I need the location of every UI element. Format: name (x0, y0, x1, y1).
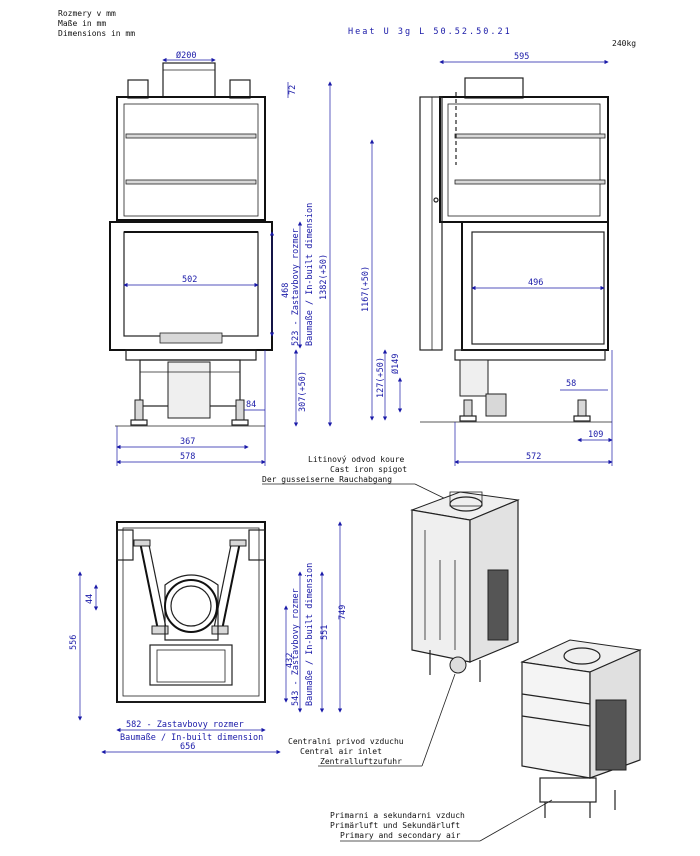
top-view (116, 521, 266, 703)
dim-543: 543 - Zastavbovy rozmer (291, 588, 301, 706)
units-en: Dimensions in mm (58, 29, 135, 38)
isometric-view-2 (520, 639, 642, 818)
dim-1382: 1382(+50) (319, 254, 329, 300)
label-primary-en: Primary and secondary air (340, 831, 461, 840)
side-view (419, 77, 612, 423)
dim-496: 496 (528, 278, 543, 288)
label-primary-de: Primärluft und Sekundärluft (330, 821, 460, 830)
dim-468: 468 (281, 283, 291, 298)
dim-543-label: Baumaße / In-built dimension (305, 563, 315, 706)
dim-44: 44 (85, 594, 95, 604)
front-view (109, 62, 273, 427)
label-spigot-cz: Litinový odvod koure (308, 455, 405, 464)
model-title: Heat U 3g L 50.52.50.21 (348, 27, 512, 37)
label-spigot-de: Der gusseiserne Rauchabgang (262, 475, 392, 484)
label-central-cz: Centralni privod vzduchu (288, 737, 404, 746)
units-cz: Rozmery v mm (58, 9, 116, 18)
dim-523: 523 - Zastavbovy rozmer (291, 228, 301, 346)
dim-582: 582 - Zastavbovy rozmer (126, 720, 244, 730)
weight-label: 240kg (612, 39, 636, 48)
label-central-en: Central air inlet (300, 747, 382, 756)
side-dimensions: 595 496 1167(+50) 127(+50) Ø149 58 109 5… (361, 52, 613, 466)
dim-523-label: Baumaße / In-built dimension (305, 203, 315, 346)
top-dimensions: 44 556 432 543 - Zastavbovy rozmer Bauma… (69, 521, 348, 755)
label-central-de: Zentralluftzufuhr (320, 757, 402, 766)
dim-1167: 1167(+50) (361, 266, 371, 312)
dim-551: 551 (320, 625, 330, 640)
dim-582-label: Baumaße / In-built dimension (120, 733, 263, 743)
dim-307: 307(+50) (298, 371, 308, 412)
label-spigot-en: Cast iron spigot (330, 465, 407, 474)
dim-flue: Ø200 (176, 50, 196, 61)
dim-572: 572 (526, 452, 541, 462)
dim-149: Ø149 (390, 354, 401, 374)
dim-72: 72 (288, 85, 298, 95)
front-dimensions: Ø200 72 502 468 523 - Zastavbovy rozmer … (116, 50, 333, 466)
dim-367: 367 (180, 437, 195, 447)
dim-127: 127(+50) (376, 357, 386, 398)
isometric-view-1 (410, 491, 520, 682)
label-primary-cz: Primarni a sekundarni vzduch (330, 811, 465, 820)
dim-656: 656 (180, 742, 195, 752)
units-de: Maße in mm (58, 19, 106, 28)
dim-58: 58 (566, 379, 576, 389)
dim-595: 595 (514, 52, 529, 62)
dim-578: 578 (180, 452, 195, 462)
dim-502: 502 (182, 275, 197, 285)
dim-432: 432 (285, 653, 295, 668)
dim-556: 556 (69, 635, 79, 650)
dim-749: 749 (338, 605, 348, 620)
dim-84: 84 (246, 400, 256, 410)
dim-109: 109 (588, 430, 603, 440)
